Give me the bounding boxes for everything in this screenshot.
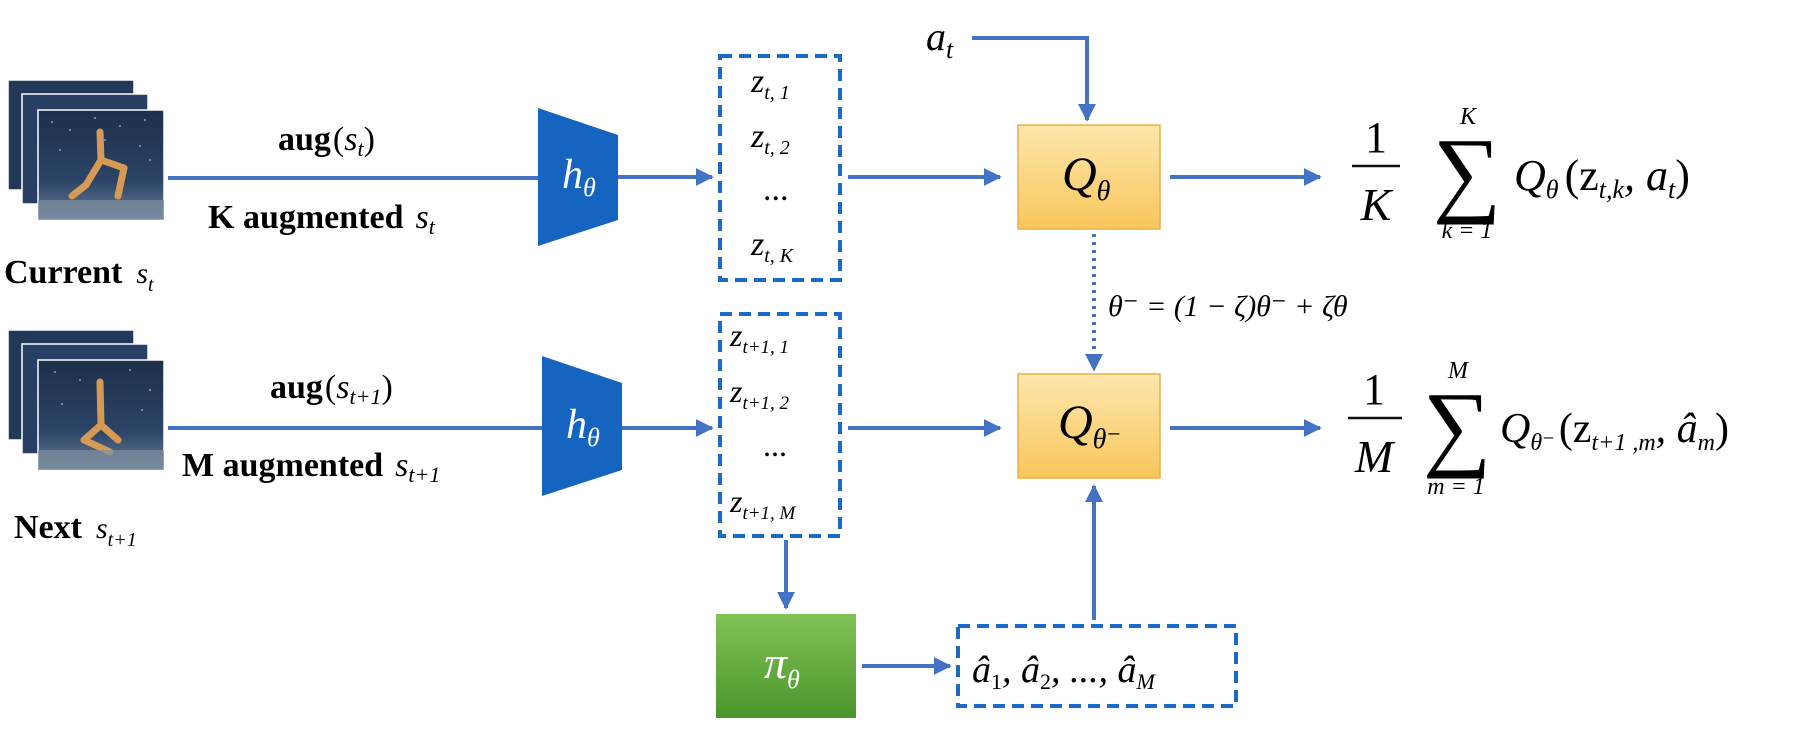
- sampled-actions-label: â1, â2, ..., âM: [972, 649, 1157, 694]
- output-formula-bottom: 1 M M ∑ m = 1 Qθ⁻(zt+1 ,m, âm): [1348, 358, 1729, 500]
- q-term-bottom: Qθ⁻(zt+1 ,m, âm): [1500, 406, 1729, 456]
- latent-box-bottom: [718, 312, 842, 538]
- output-formula-top: 1 K K ∑ k = 1 Qθ(zt,k, at): [1352, 104, 1690, 244]
- q-term-top: Qθ(zt,k, at): [1514, 151, 1690, 204]
- next-frames-stack-icon: [7, 329, 165, 471]
- latent-list-top: zt, 1 zt, 2 ... zt, K: [750, 63, 795, 267]
- policy-box: [716, 614, 856, 718]
- frac-num-bottom: 1: [1363, 365, 1385, 414]
- latent-top-k: zt, K: [750, 226, 795, 267]
- encoder-top: [538, 108, 618, 246]
- sampled-actions-box: [956, 624, 1238, 708]
- latent-top-2: zt, 2: [750, 118, 790, 159]
- target-q-network-box: [1017, 373, 1161, 479]
- target-q-network-label: Qθ⁻: [1058, 396, 1121, 455]
- latent-bottom-2: zt+1, 2: [729, 373, 790, 414]
- q-network-box: [1017, 124, 1161, 230]
- encoder-bottom: [542, 356, 622, 496]
- q-network-label: Qθ: [1062, 148, 1111, 207]
- target-update-formula: θ⁻ = (1 − ζ)θ⁻ + ζθ: [1108, 290, 1348, 323]
- latent-bottom-ellipsis: ...: [763, 427, 787, 463]
- sum-top-bottom: M: [1447, 358, 1470, 384]
- sum-sign-bottom: ∑: [1423, 372, 1491, 479]
- sum-bottom-top: k = 1: [1442, 218, 1493, 244]
- latent-top-1: zt, 1: [750, 63, 790, 104]
- frac-num-top: 1: [1365, 113, 1387, 162]
- policy-label: πθ: [764, 637, 800, 694]
- encoder-top-label: hθ: [562, 152, 596, 202]
- sum-bottom-bottom: m = 1: [1427, 474, 1485, 500]
- latent-bottom-m: zt+1, M: [729, 483, 797, 524]
- aug-bottom-label: aug(st+1): [270, 369, 393, 409]
- arrow-action-to-q: [972, 36, 1096, 122]
- action-label: at: [926, 14, 954, 64]
- aug-top-label: aug(st): [278, 121, 375, 161]
- latent-list-bottom: zt+1, 1 zt+1, 2 ... zt+1, M: [729, 317, 797, 524]
- sum-sign-top: ∑: [1433, 118, 1501, 225]
- frac-den-bottom: M: [1354, 431, 1396, 482]
- latent-bottom-1: zt+1, 1: [729, 317, 789, 358]
- latent-top-ellipsis: ...: [763, 171, 789, 208]
- encoder-bottom-label: hθ: [566, 402, 600, 452]
- current-frames-stack-icon: [7, 79, 165, 221]
- frac-den-top: K: [1360, 179, 1394, 230]
- latent-box-top: [718, 54, 842, 282]
- sum-top-top: K: [1459, 104, 1478, 130]
